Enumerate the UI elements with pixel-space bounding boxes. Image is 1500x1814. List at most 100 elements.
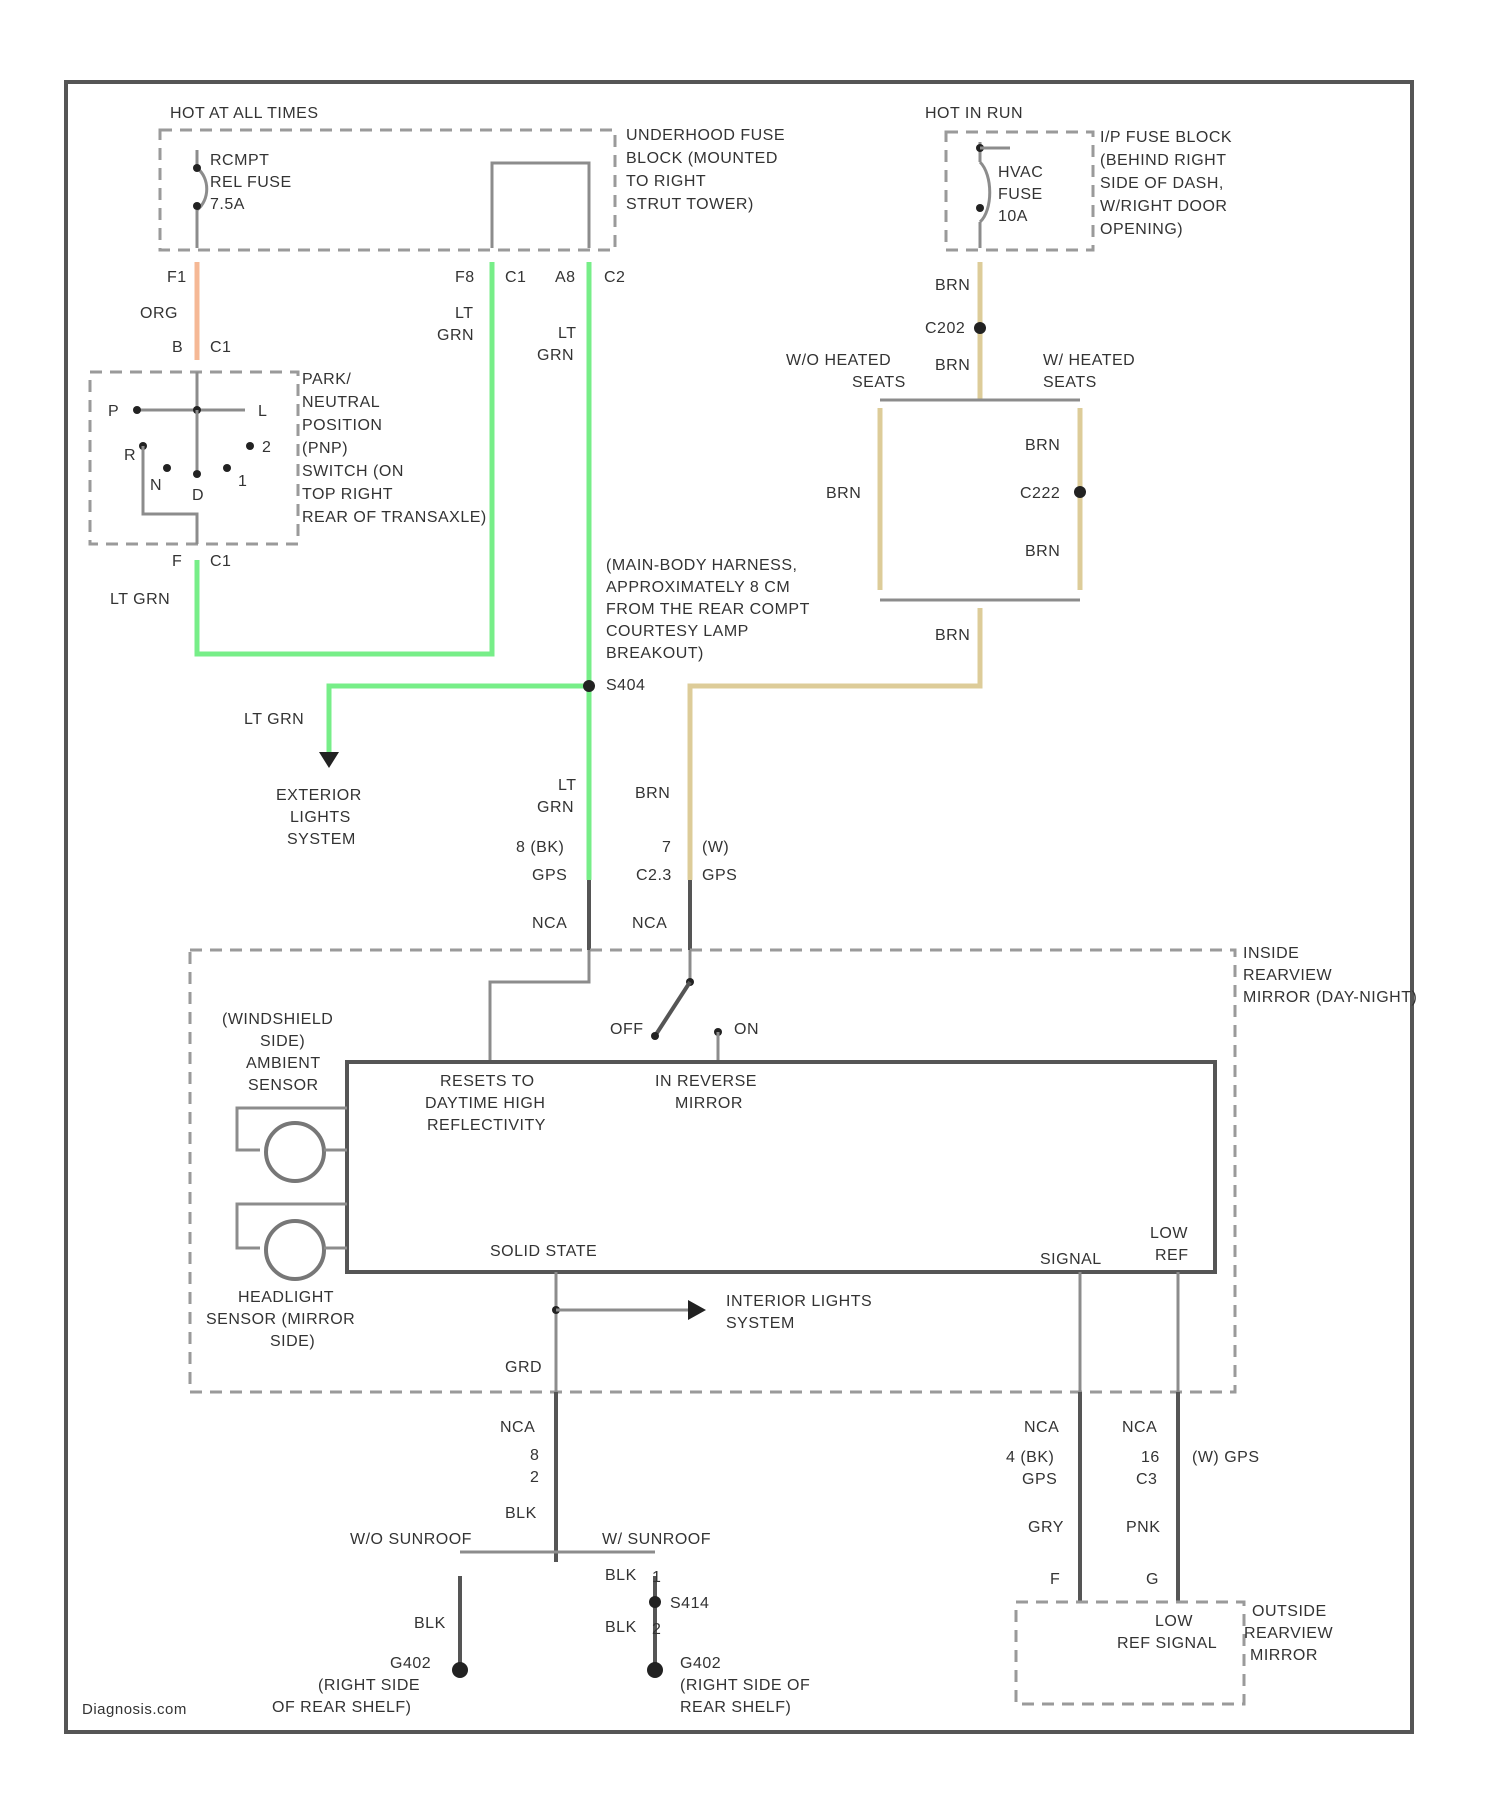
ip-fuse-block-title-2: (BEHIND RIGHT <box>1100 152 1227 169</box>
lt-grn-label-f8-2: GRN <box>437 327 474 344</box>
watermark: Diagnosis.com <box>82 1701 187 1718</box>
brn-label-hvac-2: BRN <box>935 357 970 374</box>
without-sunroof: W/O SUNROOF <box>350 1531 472 1548</box>
rcmpt-fuse-label-1: RCMPT <box>210 152 269 169</box>
conn-left-1: 8 (BK) <box>516 839 564 856</box>
without-heated-seats-2: SEATS <box>852 374 906 391</box>
outside-title-1: OUTSIDE <box>1252 1603 1327 1620</box>
pnp-pin-b: B <box>172 339 183 356</box>
hvac-fuse-label-2: FUSE <box>998 186 1043 203</box>
grd-pin-2: 2 <box>530 1469 539 1486</box>
interior-lights-2: SYSTEM <box>726 1315 795 1332</box>
with-sunroof: W/ SUNROOF <box>602 1531 711 1548</box>
pnp-pos-l: L <box>258 403 267 420</box>
rcmpt-fuse-label-2: REL FUSE <box>210 174 292 191</box>
interior-lights-1: INTERIOR LIGHTS <box>726 1293 872 1310</box>
pnp-pos-r: R <box>124 447 136 464</box>
splice-s414 <box>649 1596 661 1608</box>
conn-right-sub: C2.3 <box>636 867 672 884</box>
splice-s414-label: S414 <box>670 1595 709 1612</box>
ground-g402-right-icon <box>647 1662 663 1678</box>
pin-c2: C2 <box>604 269 625 286</box>
splice-id: S404 <box>606 677 645 694</box>
hot-at-all-times-label: HOT AT ALL TIMES <box>170 105 319 122</box>
conn-right-gps: GPS <box>702 867 737 884</box>
ip-fuse-block-title-3: SIDE OF DASH, <box>1100 175 1224 192</box>
c202-label: C202 <box>925 320 965 337</box>
underhood-fuse-block-title-3: TO RIGHT <box>626 173 706 190</box>
low-conn-tag: (W) GPS <box>1192 1449 1260 1466</box>
switch-on-label: ON <box>734 1021 759 1038</box>
splice-text-3: FROM THE REAR COMPT <box>606 601 810 618</box>
underhood-fuse-block-title-2: BLOCK (MOUNTED <box>626 150 778 167</box>
nca-grd: NCA <box>500 1419 535 1436</box>
signal-conn-1: 4 (BK) <box>1006 1449 1054 1466</box>
pnp-title-7: REAR OF TRANSAXLE) <box>302 509 487 526</box>
underhood-fuse-block: HOT AT ALL TIMES UNDERHOOD FUSE BLOCK (M… <box>160 105 785 286</box>
exterior-lights-1: EXTERIOR <box>276 787 362 804</box>
with-heated-seats-1: W/ HEATED <box>1043 352 1135 369</box>
interior-lights-arrow <box>688 1300 706 1320</box>
pin-a8: A8 <box>555 269 576 286</box>
underhood-fuse-block-title-4: STRUT TOWER) <box>626 196 754 213</box>
sunroof-pin-1: 1 <box>652 1569 661 1586</box>
without-heated-seats-1: W/O HEATED <box>786 352 891 369</box>
brn-label-no-seats: BRN <box>826 485 861 502</box>
grd-label: GRD <box>505 1359 542 1376</box>
outside-title-3: MIRROR <box>1250 1647 1318 1664</box>
pnp-pos-2: 2 <box>262 439 271 456</box>
ground-right-3: REAR SHELF) <box>680 1699 791 1716</box>
lt-grn-label-lower-1: LT <box>558 777 576 794</box>
brn-label-hvac-1: BRN <box>935 277 970 294</box>
headlight-sensor-3: SIDE) <box>270 1333 315 1350</box>
brn-label-lower-1: BRN <box>935 627 970 644</box>
c222-label: C222 <box>1020 485 1060 502</box>
pnp-title-1: PARK/ <box>302 371 351 388</box>
pnp-pos-1: 1 <box>238 473 247 490</box>
ambient-sensor-icon <box>266 1123 324 1181</box>
windshield-sensor-2: SIDE) <box>260 1033 305 1050</box>
pnk-label: PNK <box>1126 1519 1160 1536</box>
pnp-title-4: (PNP) <box>302 440 348 457</box>
ip-fuse-block-title-4: W/RIGHT DOOR <box>1100 198 1227 215</box>
solid-state-label: SOLID STATE <box>490 1243 597 1260</box>
conn-left-2: GPS <box>532 867 567 884</box>
gry-label: GRY <box>1028 1519 1064 1536</box>
pnp-pos-d: D <box>192 487 204 504</box>
ground-right-1: G402 <box>680 1655 721 1672</box>
nca-signal: NCA <box>1024 1419 1059 1436</box>
with-heated-seats-2: SEATS <box>1043 374 1097 391</box>
resets-3: REFLECTIVITY <box>427 1117 546 1134</box>
pnp-title-2: NEUTRAL <box>302 394 380 411</box>
low-conn-sub: C3 <box>1136 1471 1157 1488</box>
inside-rearview-mirror: INSIDE REARVIEW MIRROR (DAY-NIGHT) OFF O… <box>190 945 1417 1392</box>
nca-low: NCA <box>1122 1419 1157 1436</box>
brn-wire-to-mirror <box>690 608 980 880</box>
splice-s404 <box>583 680 595 692</box>
nca-right: NCA <box>632 915 667 932</box>
pnp-pos-p: P <box>108 403 119 420</box>
pnp-pin-f: F <box>172 553 182 570</box>
low-ref-label-2: REF <box>1155 1247 1189 1264</box>
pin-c1: C1 <box>505 269 526 286</box>
lt-grn-label-a8-2: GRN <box>537 347 574 364</box>
ip-fuse-block-title-1: I/P FUSE BLOCK <box>1100 129 1232 146</box>
lt-grn-label-a8-1: LT <box>558 325 576 342</box>
hot-in-run-label: HOT IN RUN <box>925 105 1023 122</box>
hvac-fuse-label-1: HVAC <box>998 164 1043 181</box>
signal-conn-2: GPS <box>1022 1471 1057 1488</box>
lt-grn-wire-exterior <box>329 686 589 752</box>
splice-text-5: BREAKOUT) <box>606 645 704 662</box>
conn-right-num: 7 <box>662 839 671 856</box>
pnp-switch: P L R N D 2 1 PARK/ NEUTRAL POSITION (PN… <box>90 371 487 544</box>
ip-fuse-block: HOT IN RUN I/P FUSE BLOCK (BEHIND RIGHT … <box>925 105 1232 250</box>
signal-label: SIGNAL <box>1040 1251 1102 1268</box>
pnp-pos-n: N <box>150 477 162 494</box>
in-reverse-2: MIRROR <box>675 1095 743 1112</box>
lt-grn-label-lower-2: GRN <box>537 799 574 816</box>
blk-label-left: BLK <box>414 1615 446 1632</box>
outside-rearview-mirror: LOW REF SIGNAL OUTSIDE REARVIEW MIRROR <box>1016 1602 1333 1704</box>
mirror-title-3: MIRROR (DAY-NIGHT) <box>1243 989 1417 1006</box>
pnp-title-3: POSITION <box>302 417 382 434</box>
